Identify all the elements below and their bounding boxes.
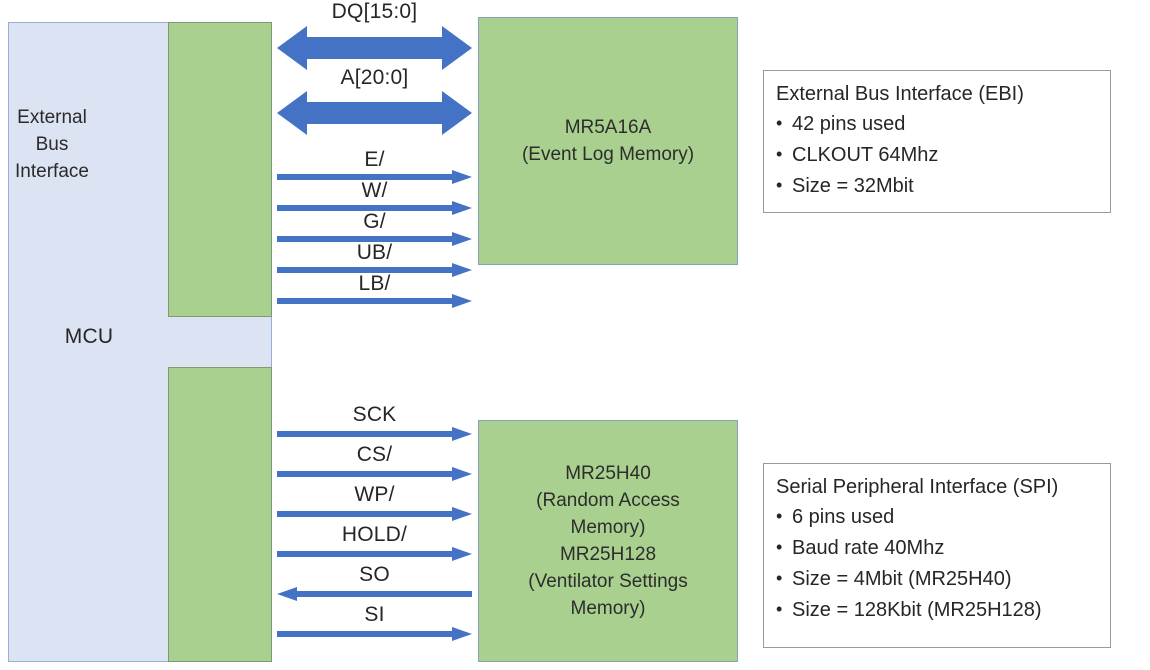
mem-ram-line-1: MR25H40 [565,463,651,484]
signal-arrow-sck [277,427,472,441]
info-box-ebi-item: CLKOUT 64Mhz [776,139,1098,171]
info-box-spi-list: 6 pins used Baud rate 40Mhz Size = 4Mbit… [776,501,1098,626]
mem-ram-line-3: Memory) [570,517,646,538]
signal-arrow-w [277,201,472,215]
mem-ram-line-4: MR25H128 [559,544,657,565]
mcu-label: MCU [64,325,114,348]
signal-label-a: A[20:0] [340,66,409,89]
info-box-ebi-list: 42 pins used CLKOUT 64Mhz Size = 32Mbit [776,108,1098,202]
mem-evt-line-2: (Event Log Memory) [521,144,695,165]
signal-label-lb: LB/ [358,272,391,295]
signal-label-si: SI [364,603,385,626]
info-box-ebi-item: Size = 32Mbit [776,170,1098,202]
signal-label-wp: WP/ [354,483,395,506]
signal-label-dq: DQ[15:0] [331,0,418,23]
signal-label-e: E/ [364,148,385,171]
signal-label-cs: CS/ [356,443,393,466]
info-box-spi-item: Size = 128Kbit (MR25H128) [776,594,1098,626]
memory-block-event-log-label: MR5A16A (Event Log Memory) [516,114,700,168]
ebi-label-line-1: External [17,107,87,128]
signal-label-ub: UB/ [356,241,393,264]
memory-block-ram: MR25H40 (Random Access Memory) MR25H128 … [478,420,738,662]
signal-arrow-si [277,627,472,641]
info-box-spi-item: 6 pins used [776,501,1098,533]
info-box-ebi: External Bus Interface (EBI) 42 pins use… [763,70,1111,213]
signal-label-hold: HOLD/ [341,523,408,546]
spi-interface-block [168,367,272,662]
signal-label-g: G/ [363,210,386,233]
signal-arrow-ub [277,263,472,277]
external-bus-interface-label: External Bus Interface [0,104,104,185]
signal-arrow-hold [277,547,472,561]
ebi-label-line-3: Interface [15,161,89,182]
signal-arrow-lb [277,294,472,308]
info-box-spi-item: Size = 4Mbit (MR25H40) [776,563,1098,595]
signal-label-so: SO [359,563,390,586]
signal-arrow-wp [277,507,472,521]
signal-arrow-g [277,232,472,246]
mem-ram-line-2: (Random Access [536,490,680,511]
signal-arrow-dq [277,24,472,72]
info-box-ebi-item: 42 pins used [776,108,1098,140]
ebi-label-line-2: Bus [35,134,69,155]
info-box-spi-title: Serial Peripheral Interface (SPI) [776,476,1059,498]
mem-ram-line-6: Memory) [570,598,646,619]
signal-arrow-e [277,170,472,184]
external-bus-interface-block [168,22,272,317]
signal-arrow-a [277,89,472,137]
mem-ram-line-5: (Ventilator Settings [528,571,688,592]
memory-block-ram-label: MR25H40 (Random Access Memory) MR25H128 … [522,460,693,622]
signal-label-sck: SCK [352,403,397,426]
info-box-spi: Serial Peripheral Interface (SPI) 6 pins… [763,463,1111,648]
signal-arrow-so [277,587,472,601]
signal-arrow-cs [277,467,472,481]
signal-label-w: W/ [361,179,388,202]
memory-block-event-log: MR5A16A (Event Log Memory) [478,17,738,265]
info-box-ebi-title: External Bus Interface (EBI) [776,83,1024,105]
info-box-spi-item: Baud rate 40Mhz [776,532,1098,564]
mem-evt-line-1: MR5A16A [564,117,652,138]
